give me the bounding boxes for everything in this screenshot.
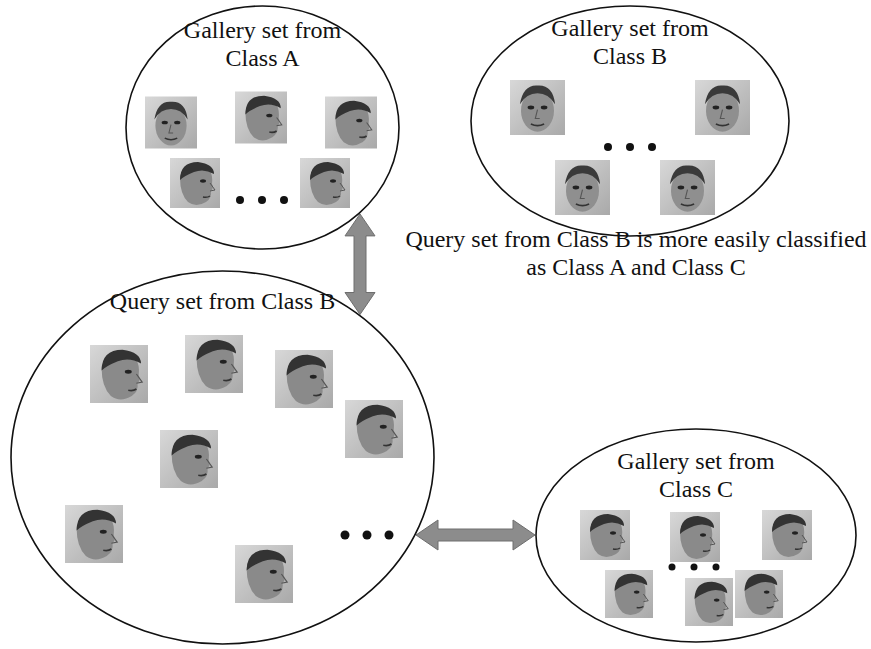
face-image (510, 80, 565, 135)
ellipse-border (471, 6, 789, 236)
ellipsis-dot (258, 196, 266, 204)
double-arrow (416, 520, 535, 550)
face-image (145, 97, 197, 149)
ellipse-outline (10, 270, 435, 645)
ellipsis-dot (691, 564, 698, 571)
face-image (685, 578, 733, 626)
set-title: Query set from Class B (63, 288, 383, 316)
face-image (580, 510, 630, 560)
ellipsis-dot (385, 531, 394, 540)
face-image (170, 158, 220, 208)
set-title: Gallery set from Class B (550, 15, 710, 70)
set-ellipse: Gallery set from Class C (535, 428, 857, 643)
double-arrow (345, 214, 375, 315)
set-ellipse: Gallery set from Class A (125, 5, 400, 250)
face-image (300, 158, 350, 208)
face-image (185, 335, 243, 393)
face-image (762, 510, 812, 560)
ellipsis-dot (280, 196, 288, 204)
ellipse-border (536, 429, 856, 642)
set-ellipse: Query set from Class B (10, 270, 435, 645)
note-text: Query set from Class B is more easily cl… (405, 226, 867, 281)
spacer (535, 428, 857, 448)
ellipsis-dot (236, 196, 244, 204)
face-image (670, 512, 720, 562)
ellipsis-dot (604, 143, 612, 151)
face-image (660, 160, 715, 215)
face-image (555, 160, 610, 215)
face-image (605, 570, 653, 618)
ellipsis-dot (713, 564, 720, 571)
ellipse-border (126, 6, 399, 249)
face-image (255, 430, 305, 480)
ellipsis-dot (648, 143, 656, 151)
ellipsis-dot (626, 143, 634, 151)
set-title: Gallery set from Class A (183, 17, 343, 72)
face-image (345, 400, 403, 458)
face-image (735, 570, 783, 618)
face-image (695, 80, 750, 135)
set-ellipse: Gallery set from Class B (470, 5, 790, 237)
face-image (160, 430, 218, 488)
ellipsis-dot (363, 531, 372, 540)
ellipse-border (11, 271, 434, 644)
ellipsis-dot (341, 531, 350, 540)
set-title: Gallery set from Class C (601, 448, 791, 503)
face-image (325, 97, 377, 149)
face-image (90, 345, 148, 403)
ellipsis-dot (669, 564, 676, 571)
spacer (10, 270, 435, 288)
face-image (65, 505, 123, 563)
face-image (275, 350, 333, 408)
face-image (235, 545, 293, 603)
face-image (235, 92, 287, 144)
